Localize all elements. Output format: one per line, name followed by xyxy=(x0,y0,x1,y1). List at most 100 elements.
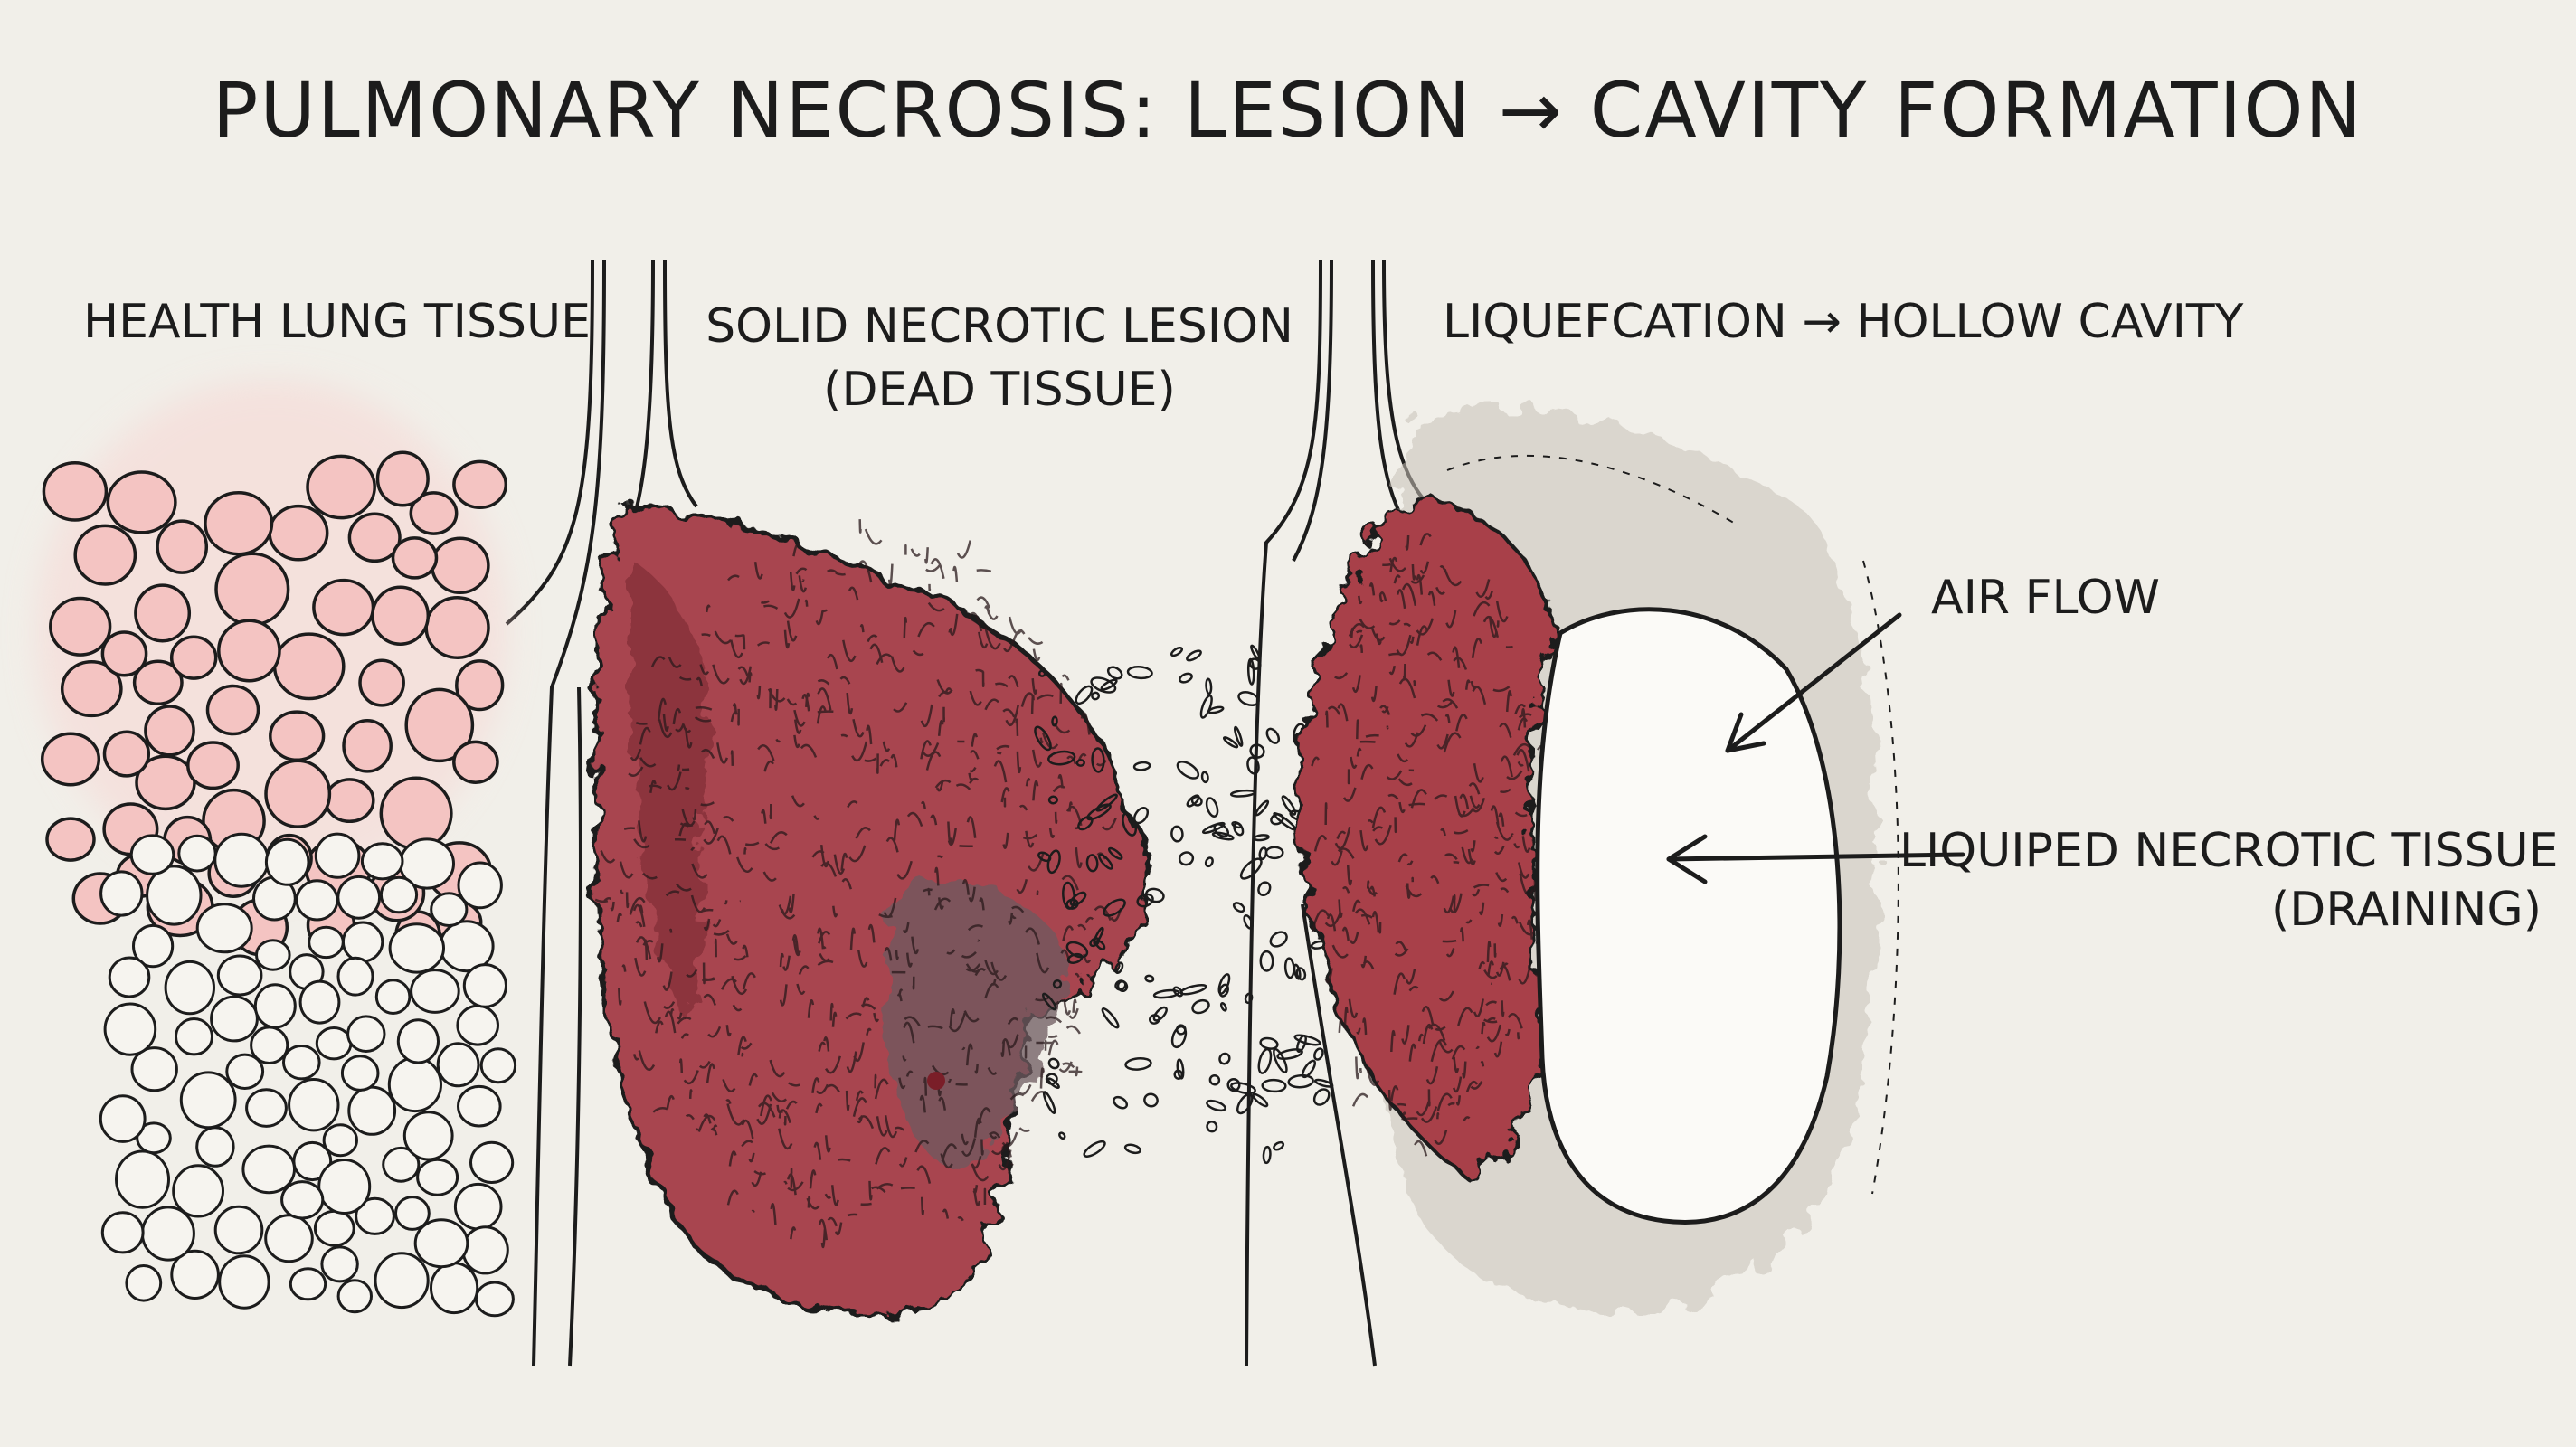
alveolus-small xyxy=(346,1015,386,1053)
lesion-texture-stroke xyxy=(884,1115,898,1139)
cavity-wall-texture-stroke xyxy=(1500,788,1511,794)
lesion-texture-stroke xyxy=(895,1126,905,1131)
lesion-texture-stroke xyxy=(846,692,854,715)
debris-particle xyxy=(1123,1143,1141,1155)
cavity-wall-texture-stroke xyxy=(1374,824,1392,846)
lesion-texture-stroke xyxy=(905,952,913,968)
lesion-texture-stroke xyxy=(703,828,719,845)
lesion-texture-stroke xyxy=(984,982,999,999)
alveolus-healthy xyxy=(45,817,96,862)
lesion-texture-stroke xyxy=(783,1115,787,1126)
alveolus-small xyxy=(140,1206,195,1262)
alveolus-healthy xyxy=(205,684,260,736)
cavity-wall-texture-stroke xyxy=(1397,778,1413,787)
debris-particle xyxy=(1273,1140,1285,1151)
lesion-texture-stroke xyxy=(763,604,779,610)
alveolus-small xyxy=(177,834,217,873)
lesion-texture-stroke xyxy=(966,816,977,838)
cavity-wall-texture-stroke xyxy=(1510,833,1514,837)
cavity-wall-texture-stroke xyxy=(1406,883,1411,899)
debris-particle xyxy=(1243,914,1254,930)
lesion-texture-stroke xyxy=(737,1036,747,1055)
lesion-texture-stroke xyxy=(990,1131,1001,1139)
debris-particle xyxy=(1132,761,1151,771)
alveolus-healthy xyxy=(169,635,218,680)
lesion-texture-stroke xyxy=(618,988,622,1006)
lesion-texture-stroke xyxy=(832,905,838,918)
lesion-texture-stroke xyxy=(761,809,767,824)
cavity-wall-texture-stroke xyxy=(1397,753,1409,763)
lesion-texture-stroke xyxy=(961,951,977,959)
lesion-texture-stroke xyxy=(667,771,682,791)
lesion-texture-stroke xyxy=(1066,755,1077,765)
lesion-texture-stroke xyxy=(734,955,747,961)
cavity-wall-texture-stroke xyxy=(1342,787,1357,802)
alveolus-small xyxy=(146,865,203,926)
lesion-texture-stroke xyxy=(807,999,815,1018)
cavity-wall-texture-stroke xyxy=(1443,895,1455,914)
lesion-texture-stroke xyxy=(1058,1061,1073,1073)
lesion-texture-stroke xyxy=(753,562,763,580)
alveolus-small xyxy=(255,939,291,971)
lesion-texture-stroke xyxy=(911,936,920,955)
lesion-texture-stroke xyxy=(798,575,808,593)
lesion-texture-stroke xyxy=(792,543,801,557)
lesion-texture-stroke xyxy=(930,558,945,580)
debris-particle xyxy=(1085,854,1099,873)
lesion-texture-stroke xyxy=(977,1107,991,1125)
lesion-texture-stroke xyxy=(742,634,746,650)
lesion-texture-stroke xyxy=(922,742,940,757)
alveolus-healthy xyxy=(217,619,281,683)
lesion-texture-stroke xyxy=(818,931,831,944)
lesion-texture-stroke xyxy=(635,722,648,725)
cavity-wall-texture-stroke xyxy=(1459,793,1470,809)
lesion-texture-stroke xyxy=(679,822,694,828)
lesion-texture-stroke xyxy=(990,979,997,986)
lesion-texture-stroke xyxy=(927,601,945,612)
cavity-wall-texture-stroke xyxy=(1331,944,1349,959)
lesion-texture-stroke xyxy=(741,1119,754,1140)
lesion-texture-stroke xyxy=(1016,751,1022,774)
lesion-texture-stroke xyxy=(635,936,652,960)
lesion-texture-stroke xyxy=(769,831,788,844)
debris-particle xyxy=(1176,761,1200,780)
debris-particle xyxy=(1313,1047,1324,1061)
debris-particle xyxy=(1287,1073,1314,1089)
alveolus-healthy xyxy=(264,759,332,828)
lesion-texture-stroke xyxy=(726,1189,739,1206)
cavity-wall-texture-stroke xyxy=(1447,1102,1455,1107)
lesion-texture-stroke xyxy=(685,1113,695,1121)
alveolus-healthy xyxy=(60,660,123,718)
cavity-wall-texture-stroke xyxy=(1408,802,1425,807)
lesion-texture-stroke xyxy=(998,1149,1012,1171)
cavity-wall-texture-stroke xyxy=(1362,960,1375,969)
air-flow-arrow xyxy=(1725,612,1902,753)
lesion-texture-stroke xyxy=(819,844,829,868)
lesion-texture-stroke xyxy=(1022,833,1038,840)
lesion-texture-stroke xyxy=(846,1051,857,1073)
debris-particle xyxy=(1261,1078,1287,1093)
lesion-texture-stroke xyxy=(956,540,971,559)
debris-particle xyxy=(1170,646,1184,657)
lesion-texture-stroke xyxy=(937,719,944,736)
label-draining: (DRAINING) xyxy=(2271,883,2542,937)
lesion-texture-stroke xyxy=(978,631,989,649)
cavity-wall-texture-stroke xyxy=(1311,756,1321,767)
lesion-texture-stroke xyxy=(938,1096,947,1111)
lesion-texture-stroke xyxy=(742,972,756,990)
lesion-texture-stroke xyxy=(706,1063,715,1083)
cavity-wall-texture-stroke xyxy=(1475,579,1491,598)
alveolus-small xyxy=(308,925,345,960)
cavity-wall-texture-stroke xyxy=(1430,875,1440,884)
lesion-texture-stroke xyxy=(919,1094,926,1113)
debris-particle xyxy=(1047,795,1058,805)
lesion-texture-stroke xyxy=(726,1103,745,1126)
alveolus-small xyxy=(175,1017,213,1056)
lesion-texture-stroke xyxy=(705,977,715,981)
lesion-texture-stroke xyxy=(910,548,921,557)
lesion-texture-stroke xyxy=(979,897,985,911)
lesion-texture-stroke xyxy=(703,993,716,1006)
cavity-wall-texture-stroke xyxy=(1517,862,1530,879)
lesion-texture-stroke xyxy=(649,780,657,793)
